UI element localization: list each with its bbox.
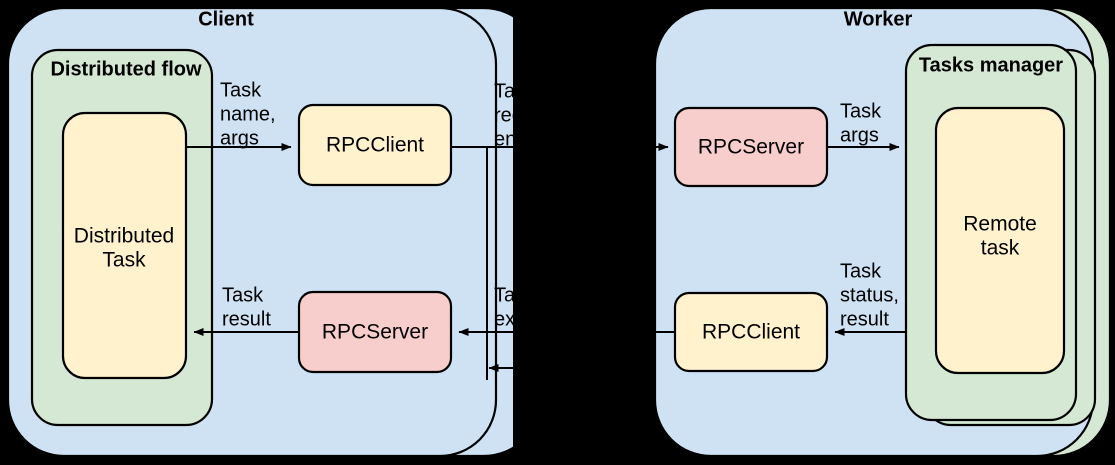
edge-label-middle-upper-line1: Ta — [494, 80, 516, 102]
edge-label-task-args-line2: args — [840, 124, 879, 146]
distributed-flow-title: Distributed flow — [50, 58, 202, 80]
edge-label-task-name-args-line3: args — [220, 127, 259, 149]
edge-label-task-result-line2: result — [222, 308, 271, 330]
tasks-manager-title: Tasks manager — [919, 54, 1063, 76]
client-rpcserver-label: RPCServer — [322, 321, 428, 344]
remote-task-label-line2: task — [981, 237, 1020, 260]
remote-task-label-line1: Remote — [963, 213, 1037, 236]
distributed-task-label-line2: Task — [102, 249, 146, 272]
distributed-task-node[interactable] — [61, 111, 188, 380]
distributed-task-label-line1: Distributed — [74, 225, 174, 248]
client-rpcclient-node[interactable] — [297, 103, 453, 187]
edge-label-task-result-line1: Task — [222, 284, 264, 306]
edge-label-task-status-result-line3: result — [840, 308, 889, 330]
edge-label-task-name-args-line2: name, — [220, 103, 276, 125]
worker-rpcclient-label: RPCClient — [702, 321, 800, 344]
edge-label-middle-upper-line3: en — [494, 128, 516, 150]
client-group-title: Client — [198, 8, 254, 30]
edge-label-task-args-line1: Task — [840, 100, 882, 122]
edge-label-task-name-args-line1: Task — [220, 79, 262, 101]
edge-label-middle-lower-line1: Ta — [494, 284, 516, 306]
edge-label-middle-lower-line2: ex — [494, 308, 515, 330]
edge-label-task-status-result-line1: Task — [840, 260, 882, 282]
edge-label-task-status-result-line2: status, — [840, 284, 899, 306]
client-rpcclient-label: RPCClient — [326, 134, 424, 157]
worker-rpcserver-label: RPCServer — [698, 136, 804, 159]
remote-task-node[interactable] — [934, 106, 1066, 375]
worker-group-title: Worker — [844, 8, 913, 30]
center-occlusion-overlay — [513, 0, 653, 465]
